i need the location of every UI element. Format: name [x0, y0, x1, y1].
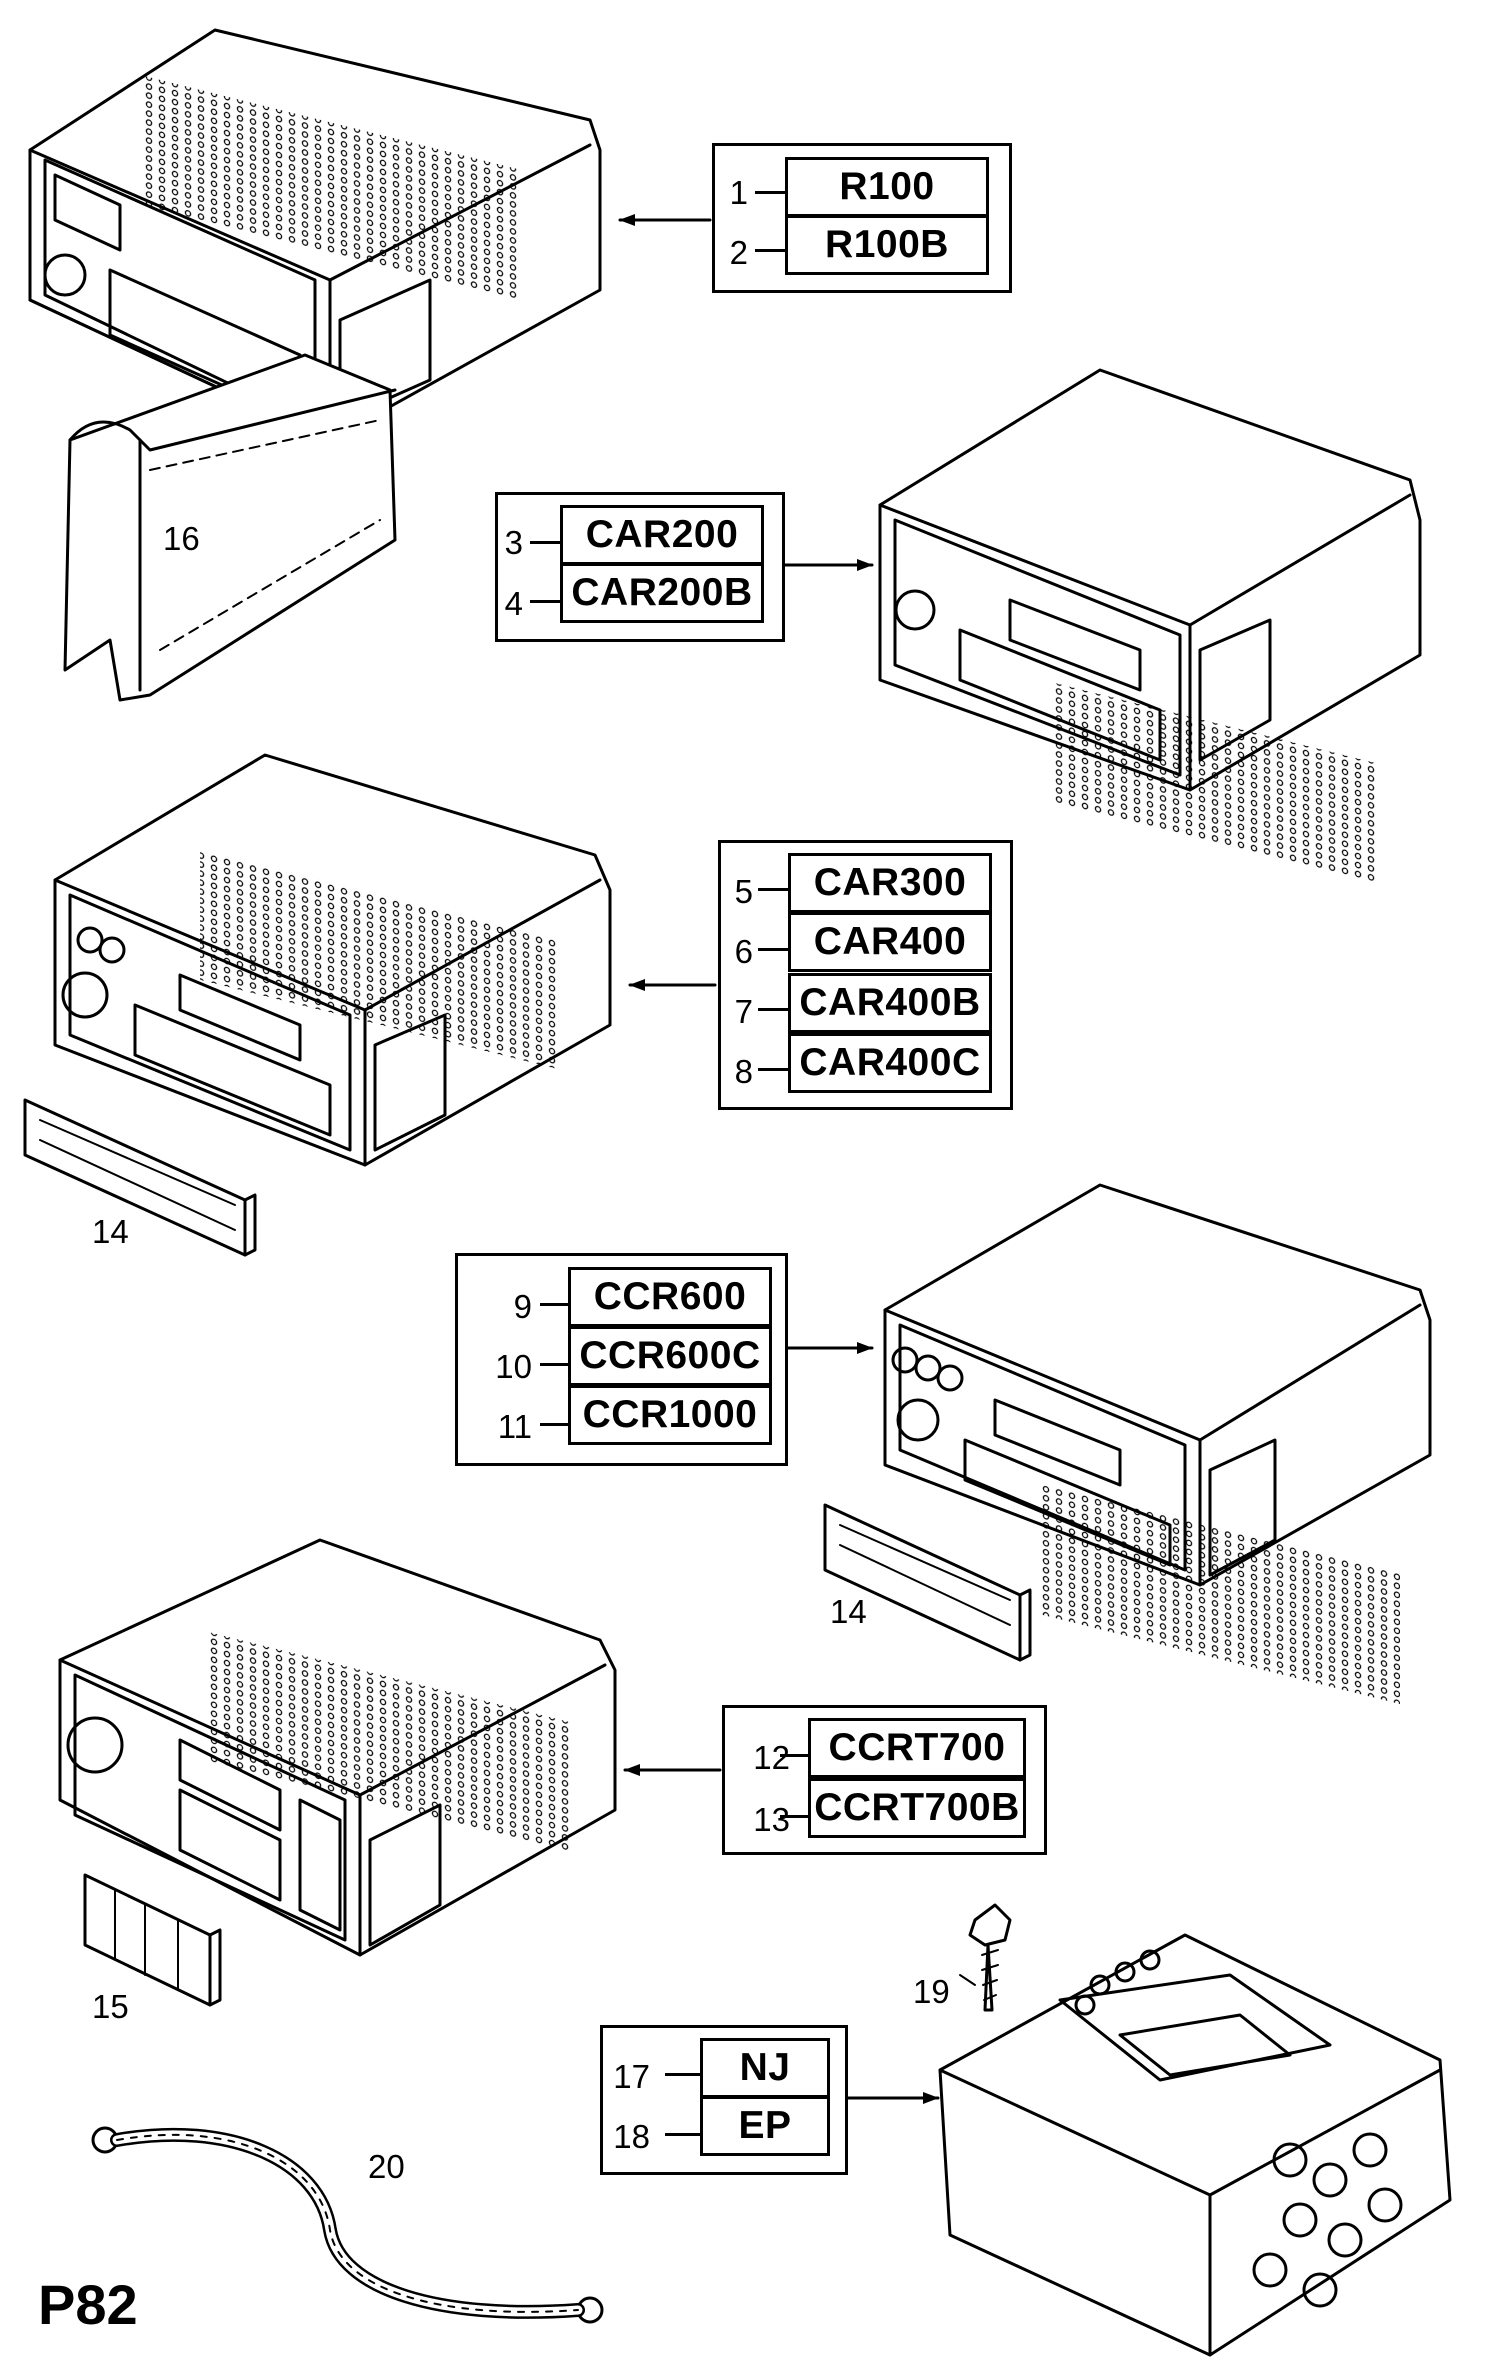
item-number: 8	[734, 1053, 753, 1090]
item-number: 6	[734, 933, 753, 970]
leader-line	[758, 888, 788, 891]
leader-line	[665, 2133, 700, 2136]
leader-line	[530, 541, 560, 544]
item-number: 3	[504, 524, 523, 561]
item-number: 4	[504, 585, 523, 622]
model-code: NJ	[700, 2038, 830, 2098]
part-label-strap: 20	[368, 2148, 405, 2185]
part-label-faceplate-right: 14	[830, 1593, 867, 1630]
leader-line	[758, 1008, 788, 1011]
leader-line	[530, 600, 560, 603]
leader-line	[755, 249, 785, 252]
model-code: CAR400C	[788, 1033, 992, 1093]
model-code: CAR200B	[560, 563, 764, 623]
part-label-screw: 19	[913, 1973, 950, 2010]
faceplate-15-drawing	[83, 1873, 222, 2007]
page-code: P82	[38, 2273, 138, 2336]
model-code: CCRT700	[808, 1718, 1026, 1778]
model-code: R100B	[785, 215, 989, 275]
model-code: CCR600	[568, 1267, 772, 1327]
part-label-faceplate-small: 15	[92, 1988, 129, 2025]
model-code: CCRT700B	[808, 1778, 1026, 1838]
model-code: CAR400	[788, 912, 992, 972]
leader-line	[780, 1815, 810, 1818]
faceplate-14-right-drawing	[823, 1503, 1032, 1662]
model-code: CAR400B	[788, 973, 992, 1033]
leader-line	[540, 1303, 568, 1306]
faceplate-14-left-drawing	[23, 1098, 257, 1257]
radio-car200-drawing	[878, 368, 1422, 885]
item-number: 5	[734, 873, 753, 910]
item-number: 7	[734, 993, 753, 1030]
model-code: R100	[785, 157, 989, 217]
model-code: CAR300	[788, 853, 992, 913]
leader-line	[780, 1754, 810, 1757]
leader-line	[758, 948, 788, 951]
ground-strap-drawing	[91, 2126, 604, 2324]
item-number: 1	[729, 174, 748, 211]
item-number: 2	[729, 234, 748, 271]
leader-line	[540, 1423, 568, 1426]
part-label-sleeve: 16	[163, 520, 200, 557]
item-number: 13	[753, 1801, 790, 1838]
sleeve-drawing	[63, 353, 397, 702]
item-number: 11	[497, 1408, 532, 1445]
leader-line	[540, 1363, 568, 1366]
model-code: CCR1000	[568, 1385, 772, 1445]
model-code: CAR200	[560, 505, 764, 565]
radio-ccrt700-drawing	[58, 1538, 617, 1957]
item-number: 9	[513, 1288, 532, 1325]
mounting-cage-drawing	[938, 1933, 1452, 2357]
screw-drawing	[968, 1903, 1012, 2012]
part-label-faceplate-left: 14	[92, 1213, 129, 1250]
item-number: 10	[495, 1348, 532, 1385]
model-code: CCR600C	[568, 1326, 772, 1386]
model-code: EP	[700, 2096, 830, 2156]
radio-r100-drawing	[28, 28, 602, 442]
leader-line	[758, 1068, 788, 1071]
radio-ccr600-drawing	[883, 1183, 1432, 1705]
radio-car400-drawing	[53, 753, 612, 1167]
item-number: 17	[613, 2058, 650, 2095]
item-number: 12	[753, 1739, 790, 1776]
item-number: 18	[613, 2118, 650, 2155]
leader-line	[755, 191, 785, 194]
leader-line	[665, 2073, 700, 2076]
